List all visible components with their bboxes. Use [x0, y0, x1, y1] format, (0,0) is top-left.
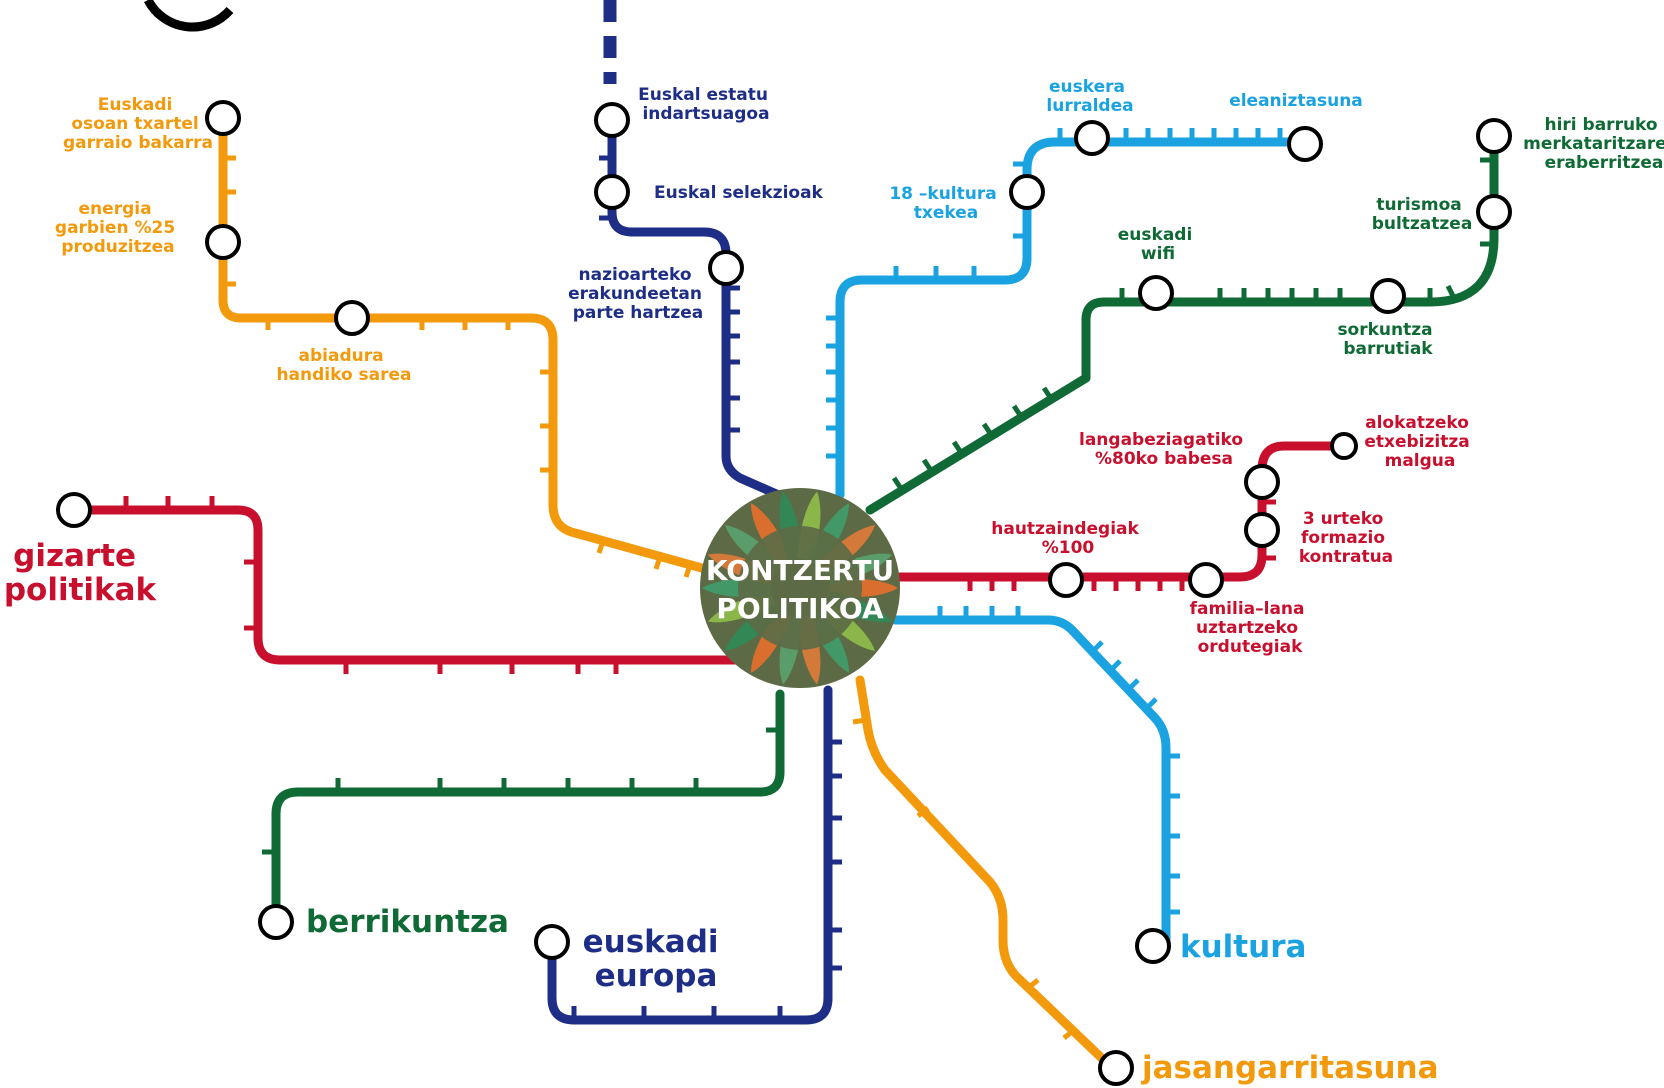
- station-kultura-txekea[interactable]: [1009, 174, 1045, 210]
- line-cyan-n: [835, 137, 1308, 500]
- line-cyan-se: [890, 615, 1171, 949]
- label-turismoa: turismoa bultzatzea: [1372, 195, 1473, 234]
- line-navy-n: [607, 115, 795, 505]
- ticks-orange: [223, 155, 1076, 1040]
- title-berrikuntza: berrikuntza: [306, 904, 509, 940]
- station-energia-garbien[interactable]: [205, 224, 241, 260]
- hub-kontzertu-politikoa[interactable]: KONTZERTU POLITIKOA: [700, 488, 900, 688]
- station-berrikuntza-end[interactable]: [258, 904, 294, 940]
- line-green-sw: [271, 689, 785, 925]
- station-3-urteko[interactable]: [1244, 512, 1280, 548]
- label-abiadura: abiadura handiko sarea: [276, 346, 411, 385]
- station-abiadura[interactable]: [334, 300, 370, 336]
- ticks-red: [123, 496, 1276, 674]
- label-euskadi-txartel: Euskadi osoan txartel garraio bakarra: [63, 95, 213, 153]
- ticks-navy: [571, 155, 842, 1020]
- label-euskadi-wifi: euskadi wifi: [1118, 225, 1198, 264]
- station-gizarte-end[interactable]: [56, 492, 92, 528]
- station-euskal-selekzioak[interactable]: [594, 174, 630, 210]
- label-nazioarteko: nazioarteko erakundeetan parte hartzea: [568, 265, 708, 323]
- station-euskadi-txartel[interactable]: [205, 100, 241, 136]
- label-alokatzeko: alokatzeko etxebizitza malgua: [1364, 413, 1475, 471]
- corner-ring: [144, 0, 234, 32]
- station-kultura-end[interactable]: [1135, 928, 1171, 964]
- station-hautzaindegiak[interactable]: [1048, 562, 1084, 598]
- line-red-w: [69, 505, 750, 665]
- station-familia-lana[interactable]: [1188, 562, 1224, 598]
- line-orange-nw: [218, 113, 725, 578]
- station-jasangarritasuna-end[interactable]: [1098, 1050, 1134, 1086]
- label-eleaniztasuna: eleaniztasuna: [1229, 91, 1363, 111]
- label-3-urteko: 3 urteko formazio kontratua: [1299, 509, 1393, 567]
- hub-label-line2: POLITIKOA: [716, 592, 884, 625]
- station-hiri-barruko[interactable]: [1476, 118, 1512, 154]
- label-langabeziagatiko: langabeziagatiko %80ko babesa: [1079, 430, 1249, 469]
- station-langabeziagatiko[interactable]: [1244, 464, 1280, 500]
- station-alokatzeko[interactable]: [1330, 432, 1358, 460]
- label-kultura-txekea: 18 –kultura txekea: [889, 184, 1002, 223]
- station-sorkuntza[interactable]: [1370, 278, 1406, 314]
- label-euskera-lurraldea: euskera lurraldea: [1046, 77, 1133, 116]
- station-eleaniztasuna[interactable]: [1287, 126, 1323, 162]
- station-turismoa[interactable]: [1476, 194, 1512, 230]
- label-energia-garbien: energia garbien %25 produzitzea: [55, 199, 181, 257]
- title-kultura: kultura: [1180, 929, 1306, 965]
- label-hiri-barruko: hiri barruko merkataritzaren eraberritze…: [1523, 115, 1664, 173]
- station-nazioarteko[interactable]: [708, 250, 744, 286]
- ticks-cyan: [826, 128, 1283, 915]
- label-euskal-estatu: Euskal estatu indartsuagoa: [638, 85, 774, 124]
- hub-label-line1: KONTZERTU: [706, 554, 894, 587]
- ticks-green: [262, 157, 1494, 855]
- station-euskadi-europa-end[interactable]: [534, 924, 570, 960]
- station-euskal-estatu[interactable]: [594, 102, 630, 138]
- title-euskadi-europa: euskadi europa: [583, 924, 730, 994]
- label-euskal-selekzioak: Euskal selekzioak: [654, 183, 824, 203]
- line-navy-s: [547, 685, 833, 1025]
- label-sorkuntza: sorkuntza barrutiak: [1337, 320, 1438, 359]
- title-gizarte-politikak: gizarte politikak: [4, 538, 158, 608]
- label-hautzaindegiak: hautzaindegiak %100: [991, 519, 1145, 558]
- station-euskera-lurraldea[interactable]: [1074, 120, 1110, 156]
- label-familia-lana: familia–lana uztartzeko ordutegiak: [1190, 599, 1311, 657]
- title-jasangarritasuna: jasangarritasuna: [1140, 1050, 1439, 1086]
- station-euskadi-wifi[interactable]: [1138, 275, 1174, 311]
- line-orange-s: [855, 675, 1117, 1073]
